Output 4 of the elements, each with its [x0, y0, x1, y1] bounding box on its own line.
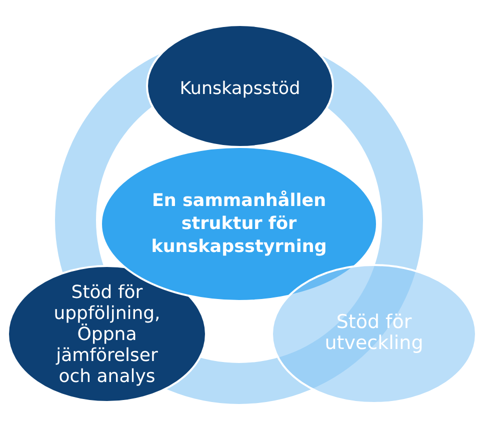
node-label: En sammanhållen struktur för kunskapsstyrning — [150, 190, 328, 258]
node-label: Stöd för utveckling — [324, 312, 424, 354]
node-label: Stöd för uppföljning, Öppna jämförelser och analys — [52, 282, 162, 386]
node-label: Kunskapsstöd — [180, 78, 300, 100]
